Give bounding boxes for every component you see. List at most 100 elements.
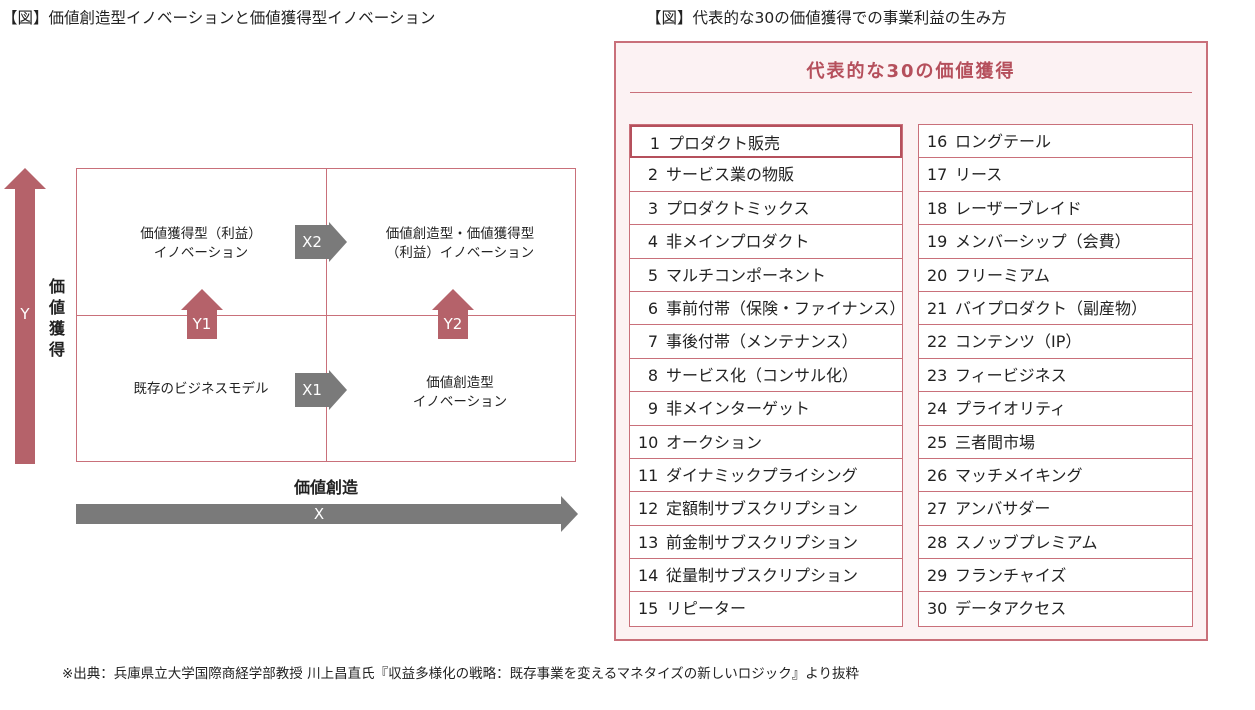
list-item-number: 23 bbox=[927, 365, 948, 385]
quadrant-top-right-line2: （利益）イノベーション bbox=[385, 245, 535, 261]
y-axis-letter: Y bbox=[20, 305, 30, 323]
list-item: 26 マッチメイキング bbox=[919, 459, 1192, 493]
quadrant-bottom-right-line1: 価値創造型 bbox=[426, 375, 494, 391]
list-item-number: 1 bbox=[649, 134, 660, 153]
y2-arrow: Y2 bbox=[438, 310, 468, 339]
quadrant-bottom-right-line2: イノベーション bbox=[412, 394, 508, 410]
list-item-label: 三者間市場 bbox=[955, 432, 1036, 452]
list-item-label: プロダクトミックス bbox=[666, 198, 810, 218]
quadrant-top-left-line1: 価値獲得型（利益） bbox=[140, 226, 262, 242]
list-item: 18 レーザーブレイド bbox=[919, 192, 1192, 226]
list-item-number: 24 bbox=[927, 399, 948, 419]
quadrant-top-right-line1: 価値創造型・価値獲得型 bbox=[385, 226, 535, 242]
list-item-label: オークション bbox=[666, 432, 763, 452]
value-capture-list-left: 1 プロダクト販売 2 サービス業の物販 3 プロダクトミックス 4 非メインプロダクト 5 マル… bbox=[629, 124, 906, 627]
quadrant-top-left: 価値獲得型（利益） イノベーション bbox=[76, 225, 326, 263]
list-item-number: 3 bbox=[647, 198, 658, 218]
list-item-number: 22 bbox=[927, 332, 948, 352]
quadrant-bottom-left-line1: 既存のビジネスモデル bbox=[133, 381, 269, 397]
list-item: 14 従量制サブスクリプション bbox=[630, 559, 902, 593]
list-item-label: 事前付帯（保険・ファイナンス） bbox=[666, 298, 906, 318]
y2-arrow-head bbox=[432, 289, 474, 310]
panel-title: 代表的な30の価値獲得 bbox=[806, 61, 1016, 82]
list-item-number: 9 bbox=[647, 399, 658, 419]
list-item: 2 サービス業の物販 bbox=[630, 158, 902, 192]
list-item: 4 非メインプロダクト bbox=[630, 225, 902, 259]
y1-arrow-head bbox=[181, 289, 223, 310]
list-item-number: 29 bbox=[927, 566, 948, 586]
list-item-label: メンバーシップ（会費） bbox=[955, 232, 1131, 252]
list-item: 22 コンテンツ（IP） bbox=[919, 325, 1192, 359]
panel-title-rule bbox=[630, 92, 1192, 93]
list-item-number: 11 bbox=[638, 465, 659, 485]
list-item-label: プライオリティ bbox=[955, 399, 1067, 419]
list-item-number: 20 bbox=[927, 265, 948, 285]
list-item-label: レーザーブレイド bbox=[955, 198, 1082, 218]
list-item-label: 定額制サブスクリプション bbox=[666, 499, 859, 519]
list-item-label: プロダクト販売 bbox=[668, 134, 781, 153]
list-item-number: 2 bbox=[647, 165, 658, 185]
list-item-label: フィービジネス bbox=[955, 365, 1067, 385]
list-item: 5 マルチコンポーネント bbox=[630, 259, 902, 292]
list-item-label: 事後付帯（メンテナンス） bbox=[666, 332, 858, 352]
list-item: 9 非メインターゲット bbox=[630, 392, 902, 426]
quadrant-top-left-line2: イノベーション bbox=[153, 245, 249, 261]
list-item-number: 19 bbox=[927, 232, 948, 252]
list-item-label: マッチメイキング bbox=[955, 465, 1083, 485]
list-item-number: 6 bbox=[647, 298, 658, 318]
left-figure-title: 【図】価値創造型イノベーションと価値獲得型イノベーション bbox=[2, 9, 436, 27]
x2-arrow: X2 bbox=[295, 225, 329, 259]
list-item-label: コンテンツ（IP） bbox=[955, 332, 1082, 352]
y1-arrow: Y1 bbox=[187, 310, 217, 339]
list-item-number: 12 bbox=[638, 499, 659, 519]
list-item-number: 21 bbox=[927, 298, 948, 318]
source-footnote: ※出典：兵庫県立大学国際商経学部教授 川上昌直氏『収益多様化の戦略：既存事業を変… bbox=[62, 666, 859, 682]
list-item-label: バイプロダクト（副産物） bbox=[955, 298, 1148, 318]
list-item: 24 プライオリティ bbox=[919, 392, 1192, 426]
list-item-label: フランチャイズ bbox=[955, 566, 1067, 586]
list-item-number: 13 bbox=[638, 532, 659, 552]
quadrant-bottom-left: 既存のビジネスモデル bbox=[76, 380, 326, 399]
list-item-label: 非メインプロダクト bbox=[666, 232, 810, 252]
list-item-label: マルチコンポーネント bbox=[666, 265, 827, 285]
x1-arrow-head bbox=[329, 370, 347, 410]
list-item-label: 従量制サブスクリプション bbox=[666, 566, 859, 586]
list-item-number: 14 bbox=[638, 566, 659, 586]
list-item-number: 4 bbox=[647, 232, 658, 252]
x2-arrow-head bbox=[329, 222, 347, 262]
list-item-number: 17 bbox=[927, 165, 948, 185]
list-item: 20 フリーミアム bbox=[919, 259, 1192, 292]
x-axis-arrow: X bbox=[76, 504, 562, 524]
quadrant-top-right: 価値創造型・価値獲得型 （利益）イノベーション bbox=[335, 225, 585, 263]
list-item-label: データアクセス bbox=[955, 599, 1067, 619]
list-item-label: アンバサダー bbox=[955, 499, 1051, 519]
list-item-number: 18 bbox=[927, 198, 948, 218]
list-item: 29 フランチャイズ bbox=[919, 559, 1192, 593]
list-item-label: フリーミアム bbox=[955, 265, 1050, 285]
list-item-label: サービス業の物販 bbox=[666, 165, 795, 185]
list-item-number: 15 bbox=[638, 599, 659, 619]
list-item: 23 フィービジネス bbox=[919, 359, 1192, 393]
list-item: 25 三者間市場 bbox=[919, 426, 1192, 459]
list-item-label: ロングテール bbox=[955, 132, 1052, 151]
list-item-number: 5 bbox=[647, 265, 658, 285]
y-axis-arrow-head bbox=[4, 168, 46, 189]
list-item: 3 プロダクトミックス bbox=[630, 192, 902, 226]
right-figure-title: 【図】代表的な30の価値獲得での事業利益の生み方 bbox=[646, 9, 1007, 27]
matrix-horizontal-divider bbox=[76, 315, 576, 316]
x-axis-label: 価値創造 bbox=[293, 478, 358, 497]
list-item-number: 25 bbox=[927, 432, 948, 452]
list-item-label: 非メインターゲット bbox=[666, 399, 811, 419]
quadrant-bottom-right: 価値創造型 イノベーション bbox=[335, 374, 585, 412]
list-item-number: 26 bbox=[927, 465, 948, 485]
